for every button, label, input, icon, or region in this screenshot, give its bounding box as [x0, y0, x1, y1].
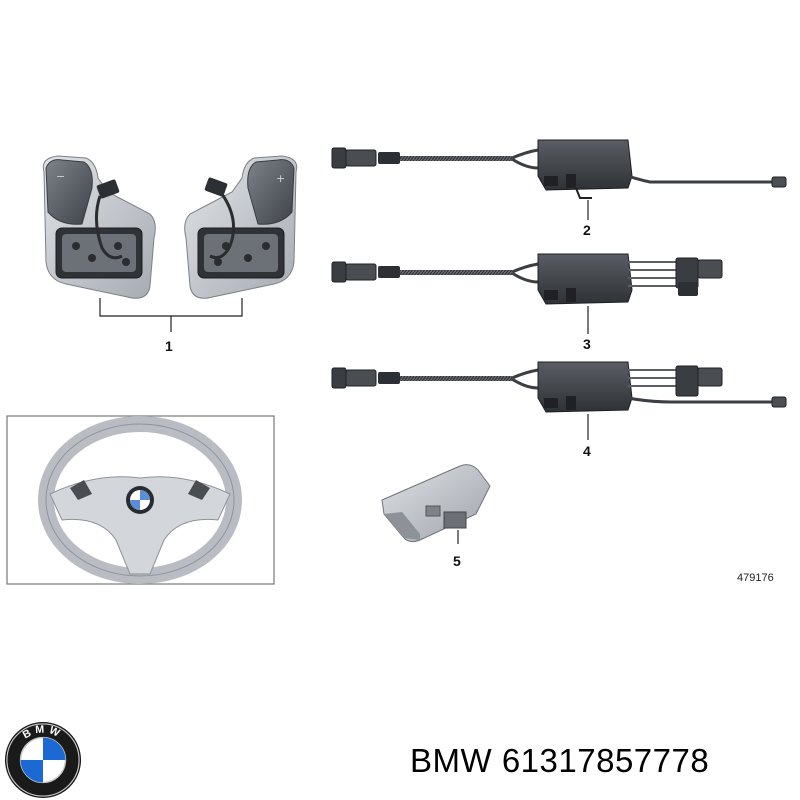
- harness-4: [331, 361, 787, 440]
- callout-1-bracket: [99, 298, 243, 332]
- svg-text:BMW: BMW: [21, 723, 65, 741]
- right-switch-panel: +: [184, 155, 298, 299]
- part-number: 61317857778: [501, 742, 710, 779]
- svg-text:−: −: [56, 170, 65, 183]
- callout-5: 5: [453, 553, 461, 569]
- brand-name: BMW: [410, 742, 493, 779]
- left-switch-panel: −: [42, 155, 156, 299]
- part-caption: BMW 61317857778: [410, 742, 709, 780]
- svg-text:+: +: [276, 172, 285, 185]
- control-unit-5: [381, 464, 491, 544]
- callout-4: 4: [583, 443, 591, 459]
- steering-wheel-inset: [6, 415, 275, 585]
- harness-3: [331, 253, 723, 334]
- harness-2: [331, 139, 787, 220]
- logo-lettering: BMW: [21, 723, 61, 741]
- bmw-logo: BMW: [4, 721, 82, 799]
- figure-number: 479176: [737, 572, 774, 584]
- callout-3: 3: [583, 336, 591, 352]
- callout-1: 1: [165, 338, 173, 354]
- callout-2: 2: [583, 222, 591, 238]
